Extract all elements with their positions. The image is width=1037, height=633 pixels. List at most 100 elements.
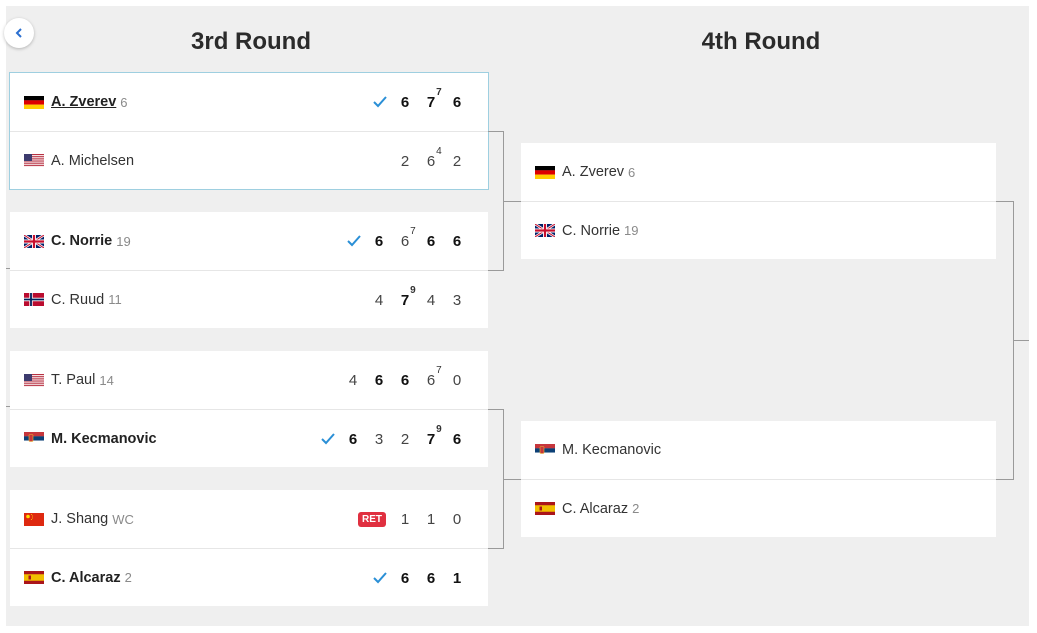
set-score: 3 [444, 292, 470, 309]
bracket-connector [996, 479, 1013, 480]
set-games: 6 [426, 152, 436, 170]
set-games: 1 [452, 569, 462, 587]
set-games: 0 [452, 371, 462, 389]
set-games: 6 [452, 232, 462, 250]
set-score: 6 [418, 570, 444, 587]
tiebreak-score: 9 [436, 423, 442, 435]
player-name[interactable]: A. Zverev [562, 164, 625, 180]
player-name[interactable]: C. Alcaraz [51, 569, 121, 586]
set-games: 6 [452, 430, 462, 448]
set-games: 6 [400, 93, 410, 111]
set-games: 6 [374, 371, 384, 389]
bracket-connector [1013, 340, 1029, 341]
back-button[interactable] [4, 18, 34, 48]
set-score: 6 [444, 94, 470, 111]
set-games: 1 [426, 510, 436, 528]
set-score: 6 [392, 372, 418, 389]
set-games: 6 [400, 569, 410, 587]
set-games: 4 [426, 291, 436, 309]
player-name[interactable]: J. Shang [51, 511, 109, 527]
player-seed: 11 [108, 292, 122, 307]
bracket-connector [996, 201, 1013, 202]
set-games: 4 [374, 291, 384, 309]
player-name[interactable]: C. Norrie [51, 233, 113, 249]
set-score: 3 [366, 431, 392, 448]
flag-cn-icon [24, 512, 44, 526]
set-score: 6 [366, 233, 392, 250]
bracket-connector [503, 479, 521, 480]
set-score: 6 [392, 94, 418, 111]
player-seed: WC [112, 511, 134, 527]
set-games: 6 [400, 232, 410, 250]
set-score: 6 [444, 431, 470, 448]
check-icon [370, 568, 390, 588]
bracket-connector [488, 409, 503, 410]
flag-rs-icon [24, 432, 44, 445]
flag-es-icon [24, 571, 44, 584]
round-title-3rd: 3rd Round [191, 28, 311, 55]
set-score: 1 [418, 511, 444, 528]
set-games: 6 [348, 430, 358, 448]
set-games: 2 [400, 152, 410, 170]
check-icon [370, 92, 390, 112]
flag-es-icon [535, 502, 555, 515]
player-name[interactable]: C. Norrie [562, 222, 621, 239]
player-name[interactable]: T. Paul [51, 372, 96, 388]
set-games: 2 [452, 152, 462, 170]
set-score: 4 [340, 372, 366, 389]
player-name[interactable]: M. Kecmanovic [51, 430, 157, 447]
set-score: 1 [444, 570, 470, 587]
flag-us-icon [24, 373, 44, 387]
set-score: 6 [340, 431, 366, 448]
set-score: 0 [444, 372, 470, 389]
tiebreak-score: 4 [436, 145, 442, 157]
set-games: 0 [452, 510, 462, 528]
set-games: 2 [400, 430, 410, 448]
set-score: 4 [418, 292, 444, 309]
player-row[interactable]: M. Kecmanovic [521, 421, 996, 479]
flag-de-icon [24, 95, 44, 109]
bracket-connector [503, 201, 521, 202]
player-name[interactable]: M. Kecmanovic [562, 442, 662, 458]
player-seed: 14 [99, 372, 114, 388]
player-name[interactable]: C. Ruud [51, 291, 105, 308]
player-name[interactable]: A. Zverev [51, 94, 117, 110]
set-games: 6 [452, 93, 462, 111]
set-score: 6 [418, 233, 444, 250]
set-games: 7 [426, 93, 436, 111]
bracket-connector [488, 131, 503, 132]
player-name[interactable]: A. Michelsen [51, 152, 135, 169]
player-name[interactable]: C. Alcaraz [562, 500, 629, 517]
set-score: 2 [392, 431, 418, 448]
player-seed: 2 [124, 570, 132, 585]
flag-gb-icon [24, 234, 44, 248]
